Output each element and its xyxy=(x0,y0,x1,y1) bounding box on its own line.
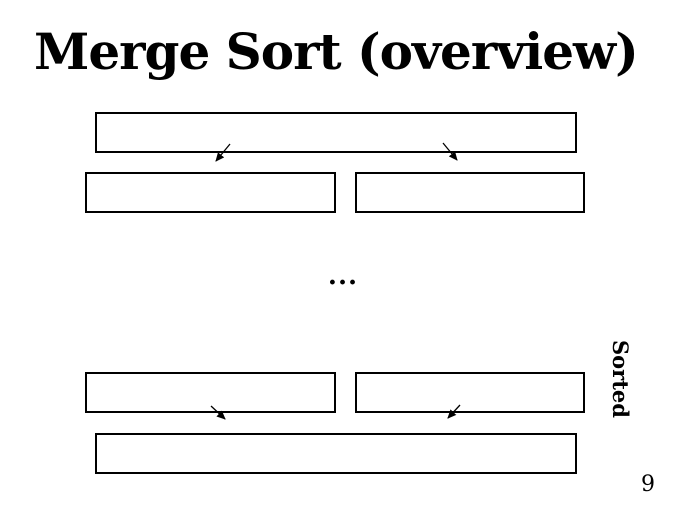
sorted-label: Sorted xyxy=(608,340,633,418)
right-half-box xyxy=(355,172,585,213)
left-half-box xyxy=(85,172,336,213)
sorted-left-half-box xyxy=(85,372,336,413)
page-number: 9 xyxy=(641,472,655,497)
sorted-right-half-box xyxy=(355,372,585,413)
recursion-ellipsis: ... xyxy=(327,261,359,291)
unsorted-array-box xyxy=(95,112,577,153)
slide-title: Merge Sort (overview) xyxy=(34,22,639,81)
sorted-array-box xyxy=(95,433,577,474)
